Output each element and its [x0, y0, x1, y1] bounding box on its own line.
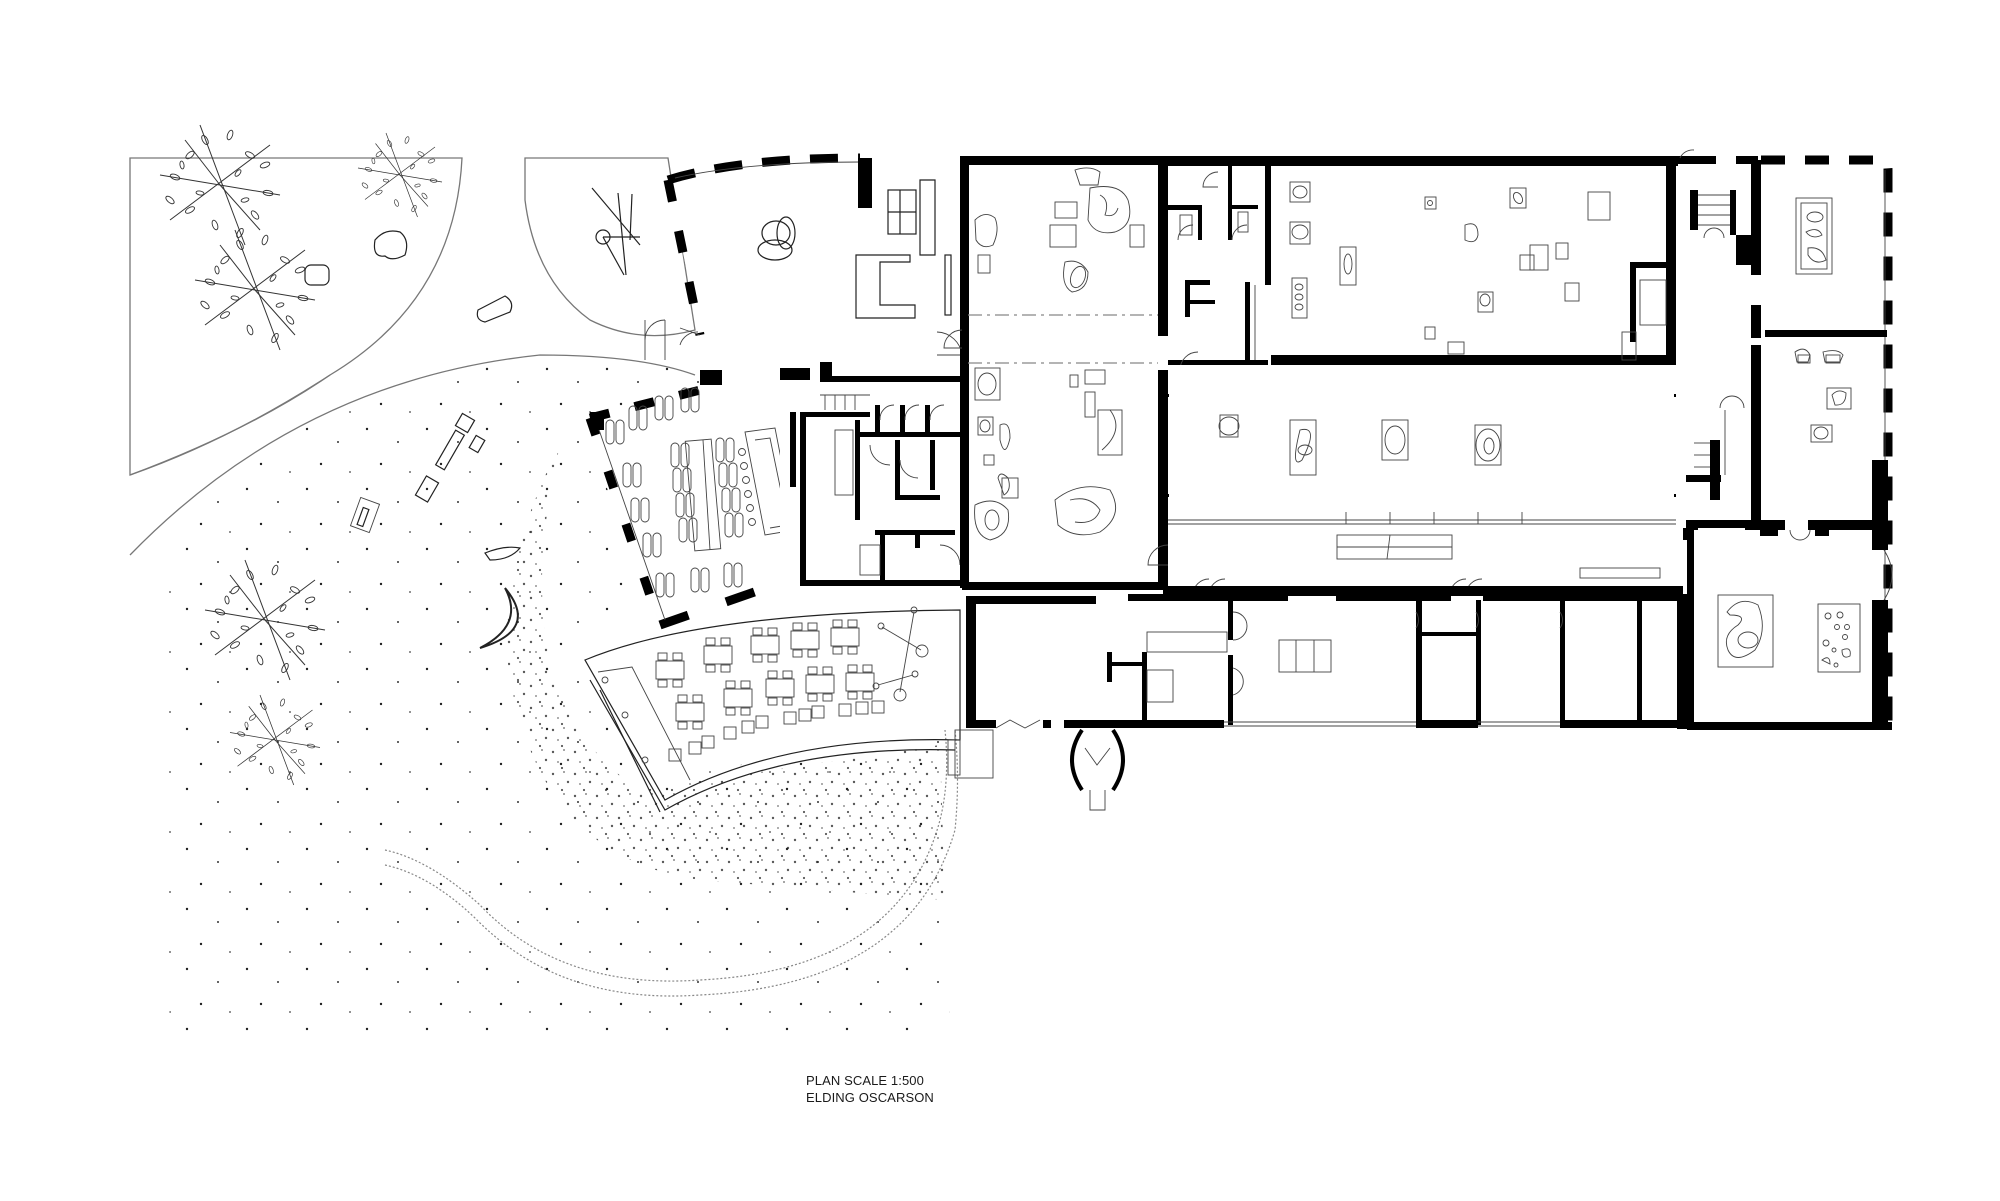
gallery-east	[1687, 155, 1893, 730]
gallery-central	[1163, 362, 1691, 596]
drawing-caption: PLAN SCALE 1:500 ELDING OSCARSON	[806, 1072, 934, 1106]
star-sculpture-icon	[591, 187, 641, 276]
building	[585, 149, 1893, 811]
gallery-west	[943, 156, 1169, 590]
caption-architect: ELDING OSCARSON	[806, 1090, 934, 1105]
crescent-sculpture-icon	[479, 587, 519, 649]
tree-icon	[357, 132, 443, 218]
tree-icon	[194, 229, 316, 351]
stone-icon	[373, 230, 408, 260]
plinth-icon	[304, 264, 330, 286]
outdoor-terrace	[584, 606, 961, 813]
forecourt-garden	[524, 157, 696, 337]
south-wing-rooms	[947, 590, 1687, 811]
north-service-rooms	[1168, 156, 1278, 371]
restaurant	[585, 368, 800, 630]
stair-hall-east	[1676, 149, 1766, 558]
serpentine-hedge	[384, 729, 948, 982]
landscape	[129, 124, 959, 1035]
garden-benches	[349, 412, 522, 561]
caption-scale: PLAN SCALE 1:500	[806, 1073, 924, 1088]
gallery-north	[1271, 156, 1676, 365]
boat-sculpture-icon	[476, 295, 513, 323]
round-vestibule	[1070, 728, 1125, 792]
entrance-lobby	[644, 153, 963, 368]
tree-icon	[159, 124, 281, 246]
toilets-and-services	[780, 362, 962, 590]
